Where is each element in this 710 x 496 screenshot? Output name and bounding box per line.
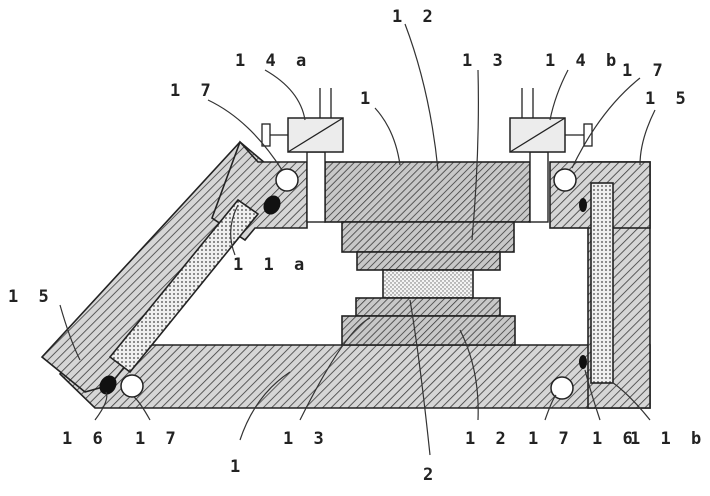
label-13-top: 1 3 [462, 51, 508, 71]
upper-block-1 [324, 161, 531, 223]
label-17-topright: 1 7 [622, 61, 668, 81]
label-14a: 1 4 a [235, 51, 311, 71]
label-11a: 1 1 a [233, 255, 309, 275]
ball-17-bottomleft [120, 374, 144, 398]
lower-step-13 [355, 297, 501, 317]
label-11b: 1 1 b [630, 429, 706, 449]
label-13-bottom: 1 3 [283, 429, 329, 449]
element-16-topleft [263, 195, 281, 215]
label-17-bottomleft: 1 7 [135, 429, 181, 449]
sensor-14a [261, 88, 344, 153]
label-16-left: 1 6 [62, 429, 108, 449]
label-15-left: 1 5 [8, 287, 54, 307]
rod-right [529, 151, 549, 223]
label-12-top: 1 2 [392, 7, 438, 27]
label-14b: 1 4 b [545, 51, 621, 71]
element-16-bottomright [579, 355, 587, 369]
sensor-14b [509, 88, 593, 153]
element-16-bottomleft [99, 375, 117, 395]
insert-11a [108, 198, 260, 374]
ball-17-topright [553, 168, 577, 192]
insert-11b [590, 182, 614, 384]
label-1-top: 1 [360, 89, 375, 109]
ball-17-bottomright [550, 376, 574, 400]
lower-step-12 [341, 315, 516, 346]
label-12-bottom: 1 2 [465, 429, 511, 449]
label-17-topleft: 1 7 [170, 81, 216, 101]
rod-left [306, 151, 326, 223]
upper-step-13 [356, 251, 501, 271]
label-16-right: 1 6 [592, 429, 638, 449]
specimen-2 [382, 269, 474, 299]
ball-17-topleft [275, 168, 299, 192]
label-15-right: 1 5 [645, 89, 691, 109]
label-1-bottom: 1 [230, 457, 245, 477]
element-16-topright [579, 198, 587, 212]
label-2: 2 [423, 465, 438, 485]
frame-15 [40, 140, 651, 409]
upper-step-12 [341, 221, 515, 253]
leader-lines [59, 23, 656, 456]
label-17-bottomright: 1 7 [528, 429, 574, 449]
upper-assembly [324, 161, 531, 271]
rods [306, 151, 549, 223]
lower-assembly [341, 297, 516, 346]
labels: 1 2 1 3 1 1 4 a 1 4 b 1 7 1 7 1 5 1 1 a … [8, 7, 706, 485]
